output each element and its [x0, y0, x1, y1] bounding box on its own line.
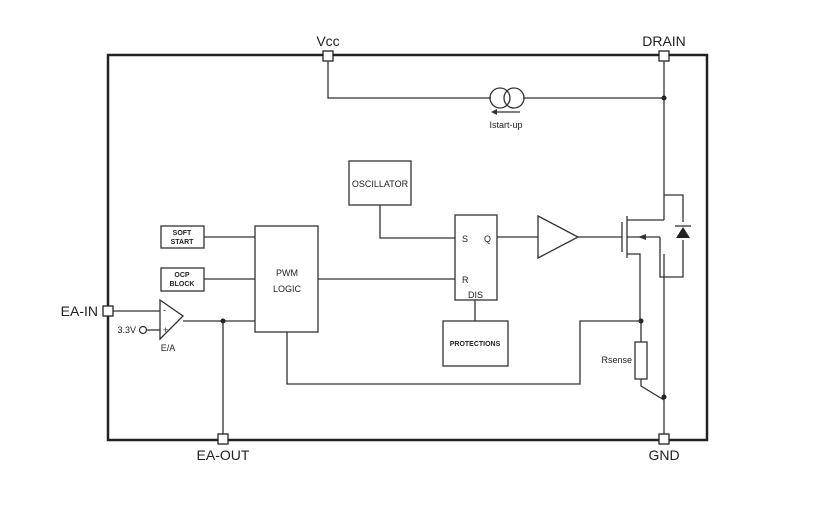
drain-label: DRAIN — [642, 33, 686, 49]
protections-block — [442, 320, 509, 367]
ea-minus-label: - — [163, 305, 166, 315]
ea-out-pin — [217, 433, 229, 445]
startup-wire — [327, 61, 665, 195]
junction-dot — [661, 95, 667, 101]
gnd-label: GND — [648, 447, 679, 463]
pwm-label-1: PWM — [276, 268, 298, 278]
soft-start-label-1: SOFT — [173, 230, 192, 237]
power-mosfet-icon — [621, 194, 684, 400]
ocp-label-1: OCP — [174, 272, 190, 279]
ic-boundary — [106, 53, 709, 442]
ff-r-label: R — [462, 275, 469, 285]
ff-dis-label: DIS — [468, 290, 483, 300]
istart-label: Istart-up — [489, 120, 522, 130]
gnd-pin — [658, 433, 670, 445]
oscillator-label: OSCILLATOR — [352, 179, 409, 189]
vref-label: 3.3V — [117, 325, 136, 335]
vcc-label: Vcc — [316, 33, 339, 49]
junction-dot — [661, 394, 667, 400]
rsense-resistor — [634, 341, 648, 380]
ea-out-label: EA-OUT — [197, 447, 250, 463]
ea-plus-label: + — [163, 325, 168, 335]
ff-s-label: S — [462, 234, 468, 244]
current-source-icon — [489, 87, 525, 115]
driver-buffer-icon — [537, 214, 580, 260]
soft-start-label-2: START — [171, 239, 195, 246]
osc-wire — [379, 205, 455, 239]
body-diode-icon — [675, 225, 691, 238]
pwm-logic-block — [254, 225, 319, 333]
vref-terminal-icon — [138, 325, 148, 335]
pwm-label-2: LOGIC — [273, 284, 302, 294]
rsense-label: Rsense — [601, 355, 632, 365]
ea-label: E/A — [161, 343, 176, 353]
drain-pin — [658, 50, 670, 62]
ea-in-label: EA-IN — [61, 303, 98, 319]
ocp-label-2: BLOCK — [170, 281, 195, 288]
error-amplifier-icon — [159, 298, 185, 341]
rsense-bottom-wire — [640, 379, 665, 401]
ea-in-pin — [102, 305, 114, 317]
ff-q-label: Q — [484, 234, 491, 244]
flip-flop-block — [454, 214, 498, 301]
protections-label: PROTECTIONS — [450, 341, 501, 348]
sense-feedback-wire — [286, 320, 641, 385]
vcc-pin — [322, 50, 334, 62]
